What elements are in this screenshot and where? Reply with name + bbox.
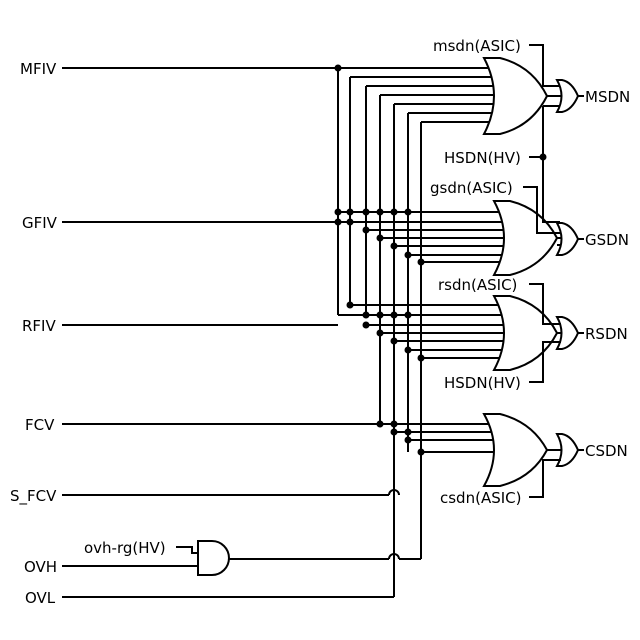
label-mfiv: MFIV [20, 60, 57, 78]
label-hsdn-hv-top: HSDN(HV) [444, 149, 521, 167]
wire-ovh-rg [176, 547, 198, 553]
label-rsdn-asic: rsdn(ASIC) [438, 276, 517, 294]
or-gate-rsdn-stage1 [494, 296, 557, 370]
label-csdn: CSDN [585, 442, 628, 460]
label-gsdn-asic: gsdn(ASIC) [430, 179, 513, 197]
or-gate-gsdn-stage1 [494, 201, 557, 275]
label-rsdn: RSDN [585, 325, 628, 343]
label-msdn: MSDN [585, 88, 630, 106]
gsdn-or-inputs [338, 212, 510, 262]
label-msdn-asic: msdn(ASIC) [433, 37, 521, 55]
label-hsdn-hv-bottom: HSDN(HV) [444, 374, 521, 392]
label-s-fcv: S_FCV [10, 487, 57, 506]
csdn-or-inputs [380, 424, 500, 452]
input-lines [62, 68, 399, 597]
msdn-or-inputs [338, 68, 500, 122]
label-ovh: OVH [24, 558, 57, 576]
label-ovh-rg-hv: ovh-rg(HV) [84, 539, 166, 557]
label-csdn-asic: csdn(ASIC) [440, 489, 521, 507]
label-ovl: OVL [25, 589, 56, 607]
and-gate-ovh [198, 541, 229, 575]
label-rfiv: RFIV [22, 317, 56, 335]
or-gate-csdn-stage1 [484, 414, 547, 486]
label-fcv: FCV [25, 416, 55, 434]
or-gate-msdn-stage1 [484, 58, 547, 134]
label-gsdn: GSDN [585, 231, 629, 249]
label-gfiv: GFIV [22, 214, 58, 232]
